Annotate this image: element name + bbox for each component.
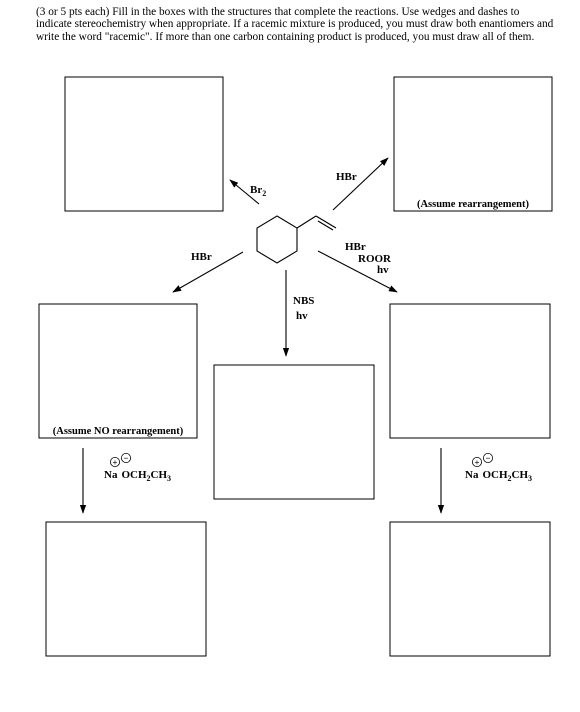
reagent-hbr-left: HBr [191, 251, 212, 263]
reagent-hv-peroxide: hv [377, 264, 389, 276]
answer-box-hbr-no-rearrangement[interactable] [38, 303, 198, 439]
plus-charge-right: + [475, 457, 480, 467]
ring-to-vinyl-bond [296, 215, 317, 229]
answer-box-hbr-peroxide[interactable] [389, 303, 551, 439]
arrow-hbr-left [172, 251, 244, 293]
instructions-text: (3 or 5 pts each) Fill in the boxes with… [36, 6, 554, 43]
vinyl-double-bond-outer [315, 215, 337, 229]
minus-charge-left: − [124, 453, 129, 463]
answer-box-ethoxide-left[interactable] [45, 521, 207, 657]
vinylcyclohexane-structure [256, 215, 337, 264]
minus-charge-right: − [486, 453, 491, 463]
plus-charge-left: + [113, 457, 118, 467]
cyclohexane-ring [256, 215, 298, 264]
vinyl-double-bond-inner [317, 220, 334, 231]
arrow-hbr-peroxide [317, 250, 398, 293]
answer-box-nbs[interactable] [213, 364, 375, 500]
reagent-nbs: NBS [293, 295, 314, 307]
answer-box-hbr-rearrangement[interactable] [393, 76, 553, 212]
answer-box-ethoxide-right[interactable] [389, 521, 551, 657]
reagent-hbr-upper: HBr [336, 171, 357, 183]
label-assume-rearrangement: (Assume rearrangement) [417, 199, 530, 210]
reagent-roor: ROOR [358, 253, 392, 265]
label-assume-no-rearrangement: (Assume NO rearrangement) [53, 426, 184, 437]
reagent-hbr-peroxide: HBr [345, 241, 366, 253]
arrow-hbr-upper-right [332, 157, 389, 211]
arrow-br2 [229, 179, 260, 205]
reagent-br2: Br2 [250, 184, 266, 198]
reagent-hv-nbs: hv [296, 310, 308, 322]
answer-box-br2[interactable] [64, 76, 224, 212]
